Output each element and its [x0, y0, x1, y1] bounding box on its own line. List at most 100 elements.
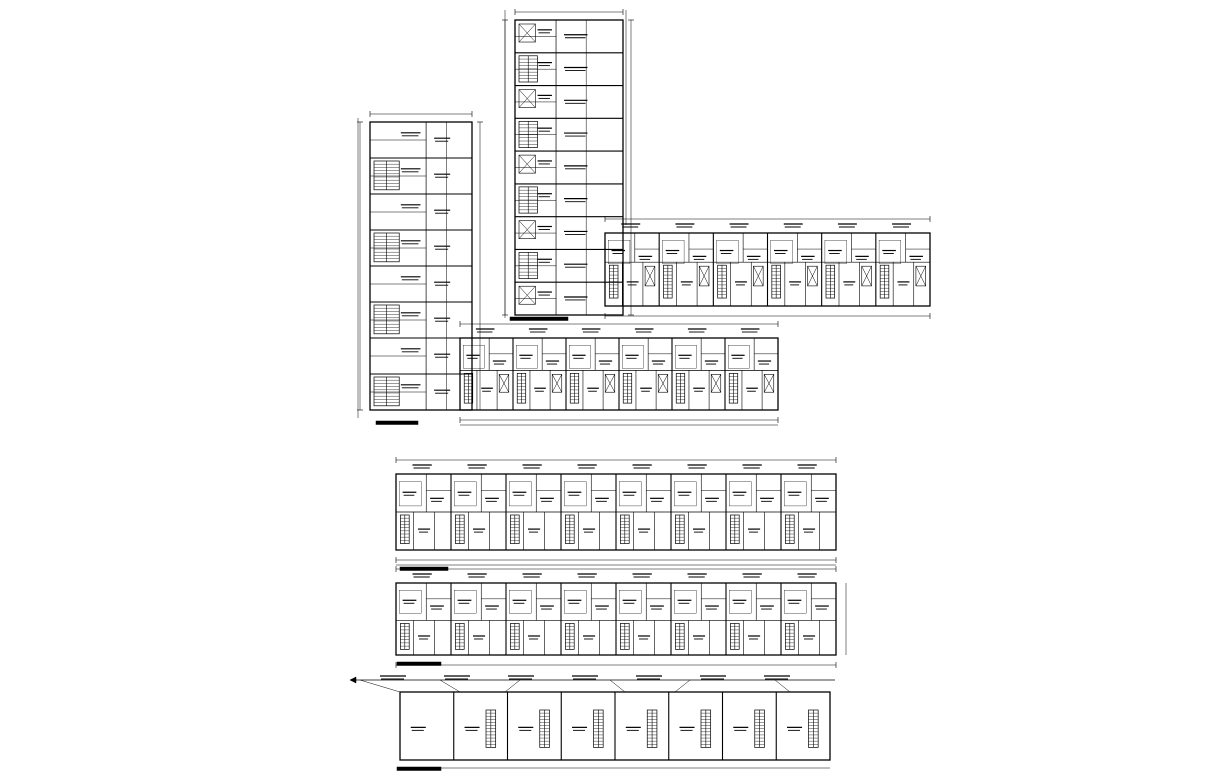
- room-label-glyph: [638, 635, 651, 640]
- dwelling-unit: [725, 583, 781, 655]
- staircase: [518, 120, 538, 148]
- room-label-glyph: [828, 249, 842, 254]
- shaft-diagonal: [807, 266, 818, 287]
- parking-bay: [560, 692, 604, 760]
- room-label-glyph: [640, 387, 652, 392]
- staircase: [455, 514, 465, 544]
- room-label-glyph: [540, 605, 554, 610]
- plan-typical-floor: [395, 457, 837, 571]
- room-label-glyph: [897, 281, 910, 286]
- shaft-diagonal: [498, 374, 509, 393]
- staircase: [675, 514, 685, 544]
- room-label-glyph: [729, 223, 749, 228]
- shaft-cross: [518, 285, 536, 305]
- room-label-glyph: [735, 281, 747, 286]
- overall-dimension-bottom: [395, 662, 837, 668]
- room-label-glyph: [400, 384, 421, 389]
- section-profile: [349, 675, 835, 693]
- room-label-glyph: [748, 635, 761, 640]
- room-label-glyph: [757, 360, 772, 365]
- room-label-glyph: [434, 317, 451, 322]
- room-box: [878, 240, 901, 264]
- staircase: [518, 55, 538, 83]
- staircase: [620, 623, 630, 650]
- dwelling-unit: [515, 20, 588, 53]
- room-label-glyph: [466, 354, 480, 359]
- room-label-glyph: [677, 491, 692, 496]
- room-label-glyph: [410, 726, 426, 731]
- shaft-diagonal: [861, 266, 872, 287]
- shaft-diagonal: [604, 374, 615, 393]
- room-label-glyph: [564, 263, 588, 268]
- room-label-glyph: [508, 675, 534, 680]
- shaft-diagonal: [915, 266, 926, 287]
- dwelling-unit: [565, 338, 619, 410]
- dwelling-unit: [821, 233, 876, 306]
- room-label-glyph: [687, 328, 707, 333]
- room-label-glyph: [650, 605, 664, 610]
- room-box: [608, 240, 631, 264]
- room-label-glyph: [418, 528, 431, 533]
- room-label-glyph: [719, 249, 734, 254]
- dwelling-unit: [658, 233, 714, 306]
- parking-bay: [453, 692, 497, 760]
- profile-slope: [774, 679, 791, 693]
- room-label-glyph: [400, 168, 421, 173]
- staircase: [620, 514, 630, 544]
- room-label-glyph: [733, 726, 749, 731]
- room-label-glyph: [742, 464, 762, 469]
- dwelling-unit: [780, 583, 836, 655]
- shaft-diagonal: [518, 286, 536, 305]
- overall-dimension-top: [604, 216, 931, 222]
- room-label-glyph: [572, 675, 598, 680]
- room-box: [463, 345, 485, 369]
- room-label-glyph: [704, 360, 719, 365]
- staircase: [593, 709, 604, 748]
- room-label-glyph: [400, 276, 421, 281]
- plan-ground-floor: [395, 566, 847, 668]
- room-label-glyph: [572, 354, 586, 359]
- room-label-glyph: [475, 328, 495, 333]
- room-label-glyph: [467, 573, 487, 578]
- room-label-glyph: [537, 291, 552, 296]
- room-label-glyph: [434, 281, 451, 286]
- room-label-glyph: [855, 255, 869, 260]
- room-box: [674, 481, 697, 507]
- shaft-cross: [915, 265, 926, 287]
- room-box: [824, 240, 847, 264]
- shaft-cross: [710, 374, 722, 393]
- shaft-cross: [657, 374, 669, 393]
- staircase: [518, 252, 538, 280]
- room-label-glyph: [677, 599, 692, 604]
- overall-dimension-bottom: [395, 557, 837, 563]
- shaft-outline: [915, 265, 926, 287]
- dwelling-unit: [515, 183, 623, 217]
- room-box: [619, 481, 642, 507]
- dwelling-unit: [399, 583, 451, 655]
- room-label-glyph: [519, 354, 533, 359]
- room-label-glyph: [675, 223, 695, 228]
- parking-bay: [614, 692, 658, 760]
- parking-bay: [410, 726, 426, 731]
- dwelling-unit: [712, 233, 768, 306]
- room-label-glyph: [625, 726, 641, 731]
- room-label-glyph: [444, 675, 470, 680]
- shaft-diagonal: [551, 374, 562, 393]
- shaft-diagonal: [657, 374, 668, 393]
- room-label-glyph: [492, 360, 507, 365]
- room-box: [716, 240, 739, 264]
- shaft-cross: [861, 265, 872, 287]
- room-label-glyph: [564, 296, 588, 301]
- shaft-outline: [644, 265, 656, 287]
- overall-dimension-top: [395, 457, 837, 463]
- room-label-glyph: [595, 605, 609, 610]
- room-box: [770, 240, 793, 264]
- shaft-cross: [698, 265, 710, 287]
- room-label-glyph: [611, 249, 626, 254]
- room-label-glyph: [774, 249, 788, 254]
- room-label-glyph: [512, 491, 527, 496]
- staircase: [728, 373, 739, 404]
- shaft-cross: [644, 265, 656, 287]
- dwelling-unit: [615, 583, 671, 655]
- staircase: [646, 709, 658, 748]
